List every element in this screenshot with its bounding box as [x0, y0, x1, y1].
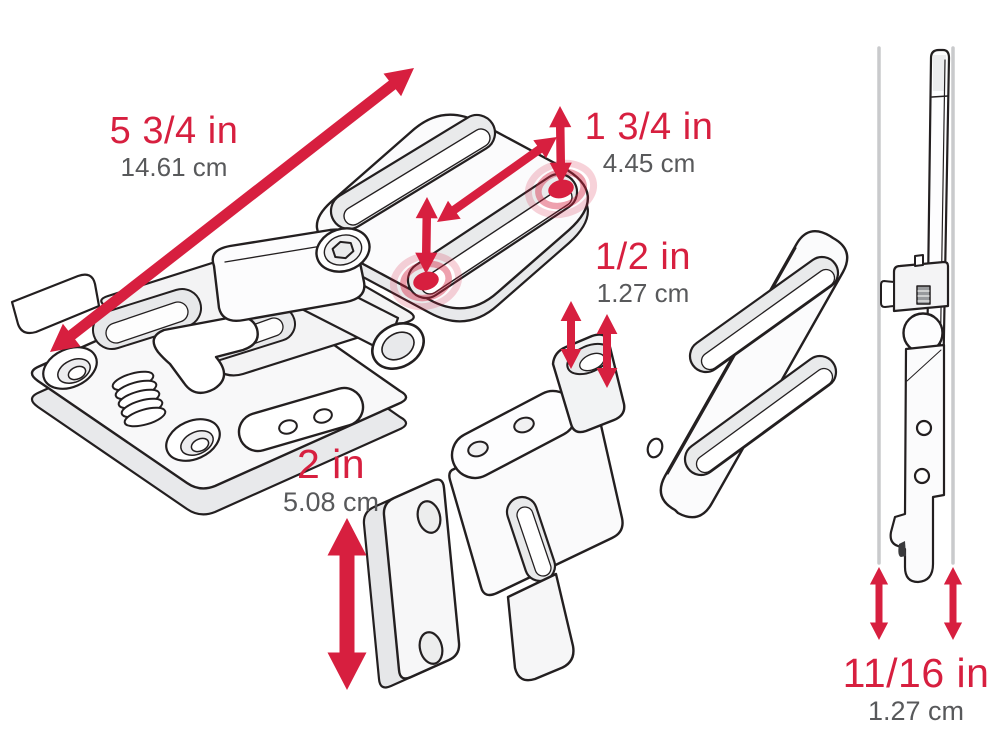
dimension-annotations	[50, 68, 963, 690]
latch-arm	[10, 273, 101, 335]
bottom-tab	[506, 572, 575, 682]
dimension-label-plate-height: 2 in 5.08 cm	[283, 443, 379, 516]
dimension-label-post-height: 1/2 in 1.27 cm	[595, 236, 691, 308]
dimension-arrow	[50, 68, 414, 352]
dimension-metric: 1.27 cm	[867, 695, 965, 726]
side-profile-view	[877, 46, 955, 584]
dimension-arrow	[437, 137, 557, 222]
dimension-inches: 11/16 in	[842, 650, 990, 696]
dimension-arrow	[415, 197, 438, 274]
dimension-inches: 1 3/4 in	[584, 106, 714, 148]
dimension-inches: 5 3/4 in	[109, 110, 239, 152]
dimension-metric: 14.61 cm	[120, 151, 228, 182]
latch-base-assembly-view	[10, 227, 425, 516]
dimension-arrow	[596, 314, 618, 388]
latch-claw	[152, 315, 259, 395]
strap-hole	[646, 437, 664, 459]
hex-socket-screw	[315, 227, 371, 273]
dimension-inches: 1/2 in	[595, 236, 691, 278]
latch-hook	[898, 541, 906, 557]
dimension-arrow	[327, 518, 367, 690]
adjustment-plate-view	[315, 113, 589, 323]
mounting-hole	[418, 631, 444, 665]
dimension-arrow	[549, 106, 572, 184]
slot-hole-marker	[524, 159, 598, 219]
counterbored-hole	[165, 418, 221, 462]
rivet-bracket	[237, 386, 365, 453]
dimension-label-slot-spacing: 1 3/4 in 4.45 cm	[584, 106, 714, 178]
spring-knurl	[916, 285, 931, 305]
hinge-barrel	[371, 322, 425, 370]
dimension-arrow	[869, 567, 889, 640]
dimension-arrow	[943, 567, 963, 640]
dimension-arrow	[560, 301, 582, 369]
dimension-metric: 4.45 cm	[602, 147, 696, 178]
dimension-label-overall-length: 5 3/4 in 14.61 cm	[109, 110, 239, 182]
dimension-label-profile-thickness: 11/16 in 1.27 cm	[843, 652, 990, 725]
latch-spring	[111, 370, 167, 428]
dimension-metric: 1.27 cm	[596, 277, 690, 308]
mounting-hole	[416, 500, 442, 534]
mounting-plate	[382, 478, 461, 680]
dimension-metric: 5.08 cm	[282, 486, 380, 517]
counterbored-hole	[42, 346, 98, 390]
dimension-inches: 2 in	[296, 441, 366, 487]
slot-hole-marker	[389, 251, 463, 311]
plate-profile	[889, 343, 946, 584]
